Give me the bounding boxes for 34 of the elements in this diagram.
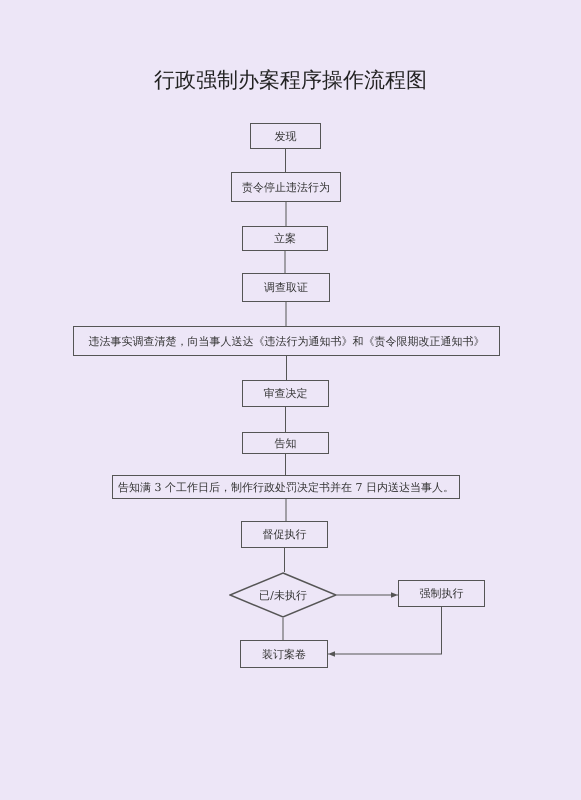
node-label: 审查决定 [264, 386, 308, 401]
node-label: 发现 [274, 128, 296, 144]
title: 行政强制办案程序操作流程图 [154, 68, 427, 92]
node-label: 督促执行 [262, 527, 306, 542]
process-box [242, 380, 329, 407]
process-box [240, 640, 328, 668]
connector-line [284, 250, 286, 274]
node-label: 违法事实调查清楚，向当事人送达《违法行为通知书》和《责令限期改正通知书》 [88, 334, 484, 348]
arrow [328, 606, 442, 657]
connector-line [284, 548, 285, 572]
connector-line [285, 148, 286, 172]
node-label: 告知 [274, 436, 296, 450]
node-label: 责令停止违法行为 [242, 180, 330, 194]
node-label: 强制执行 [420, 586, 464, 601]
connector-line [282, 618, 284, 640]
process-box [112, 475, 460, 499]
node-label: 立案 [274, 231, 296, 246]
connector-line [285, 454, 286, 476]
arrow [336, 592, 398, 598]
process-box [242, 226, 328, 251]
decision-diamond [229, 572, 337, 618]
process-box [250, 123, 321, 149]
process-box [231, 172, 341, 202]
node-label: 装订案卷 [262, 646, 306, 662]
process-box [242, 432, 329, 454]
connector-line [286, 356, 287, 380]
process-box [398, 580, 485, 607]
node-label: 告知满 3 个工作日后，制作行政处罚决定书并在 7 日内送达当事人。 [118, 480, 454, 494]
node-label: 已/未执行 [259, 588, 307, 602]
process-box [73, 326, 500, 356]
process-box [241, 521, 328, 548]
node-label: 调查取证 [264, 280, 308, 295]
connector-line [285, 406, 286, 432]
process-box [242, 273, 330, 302]
